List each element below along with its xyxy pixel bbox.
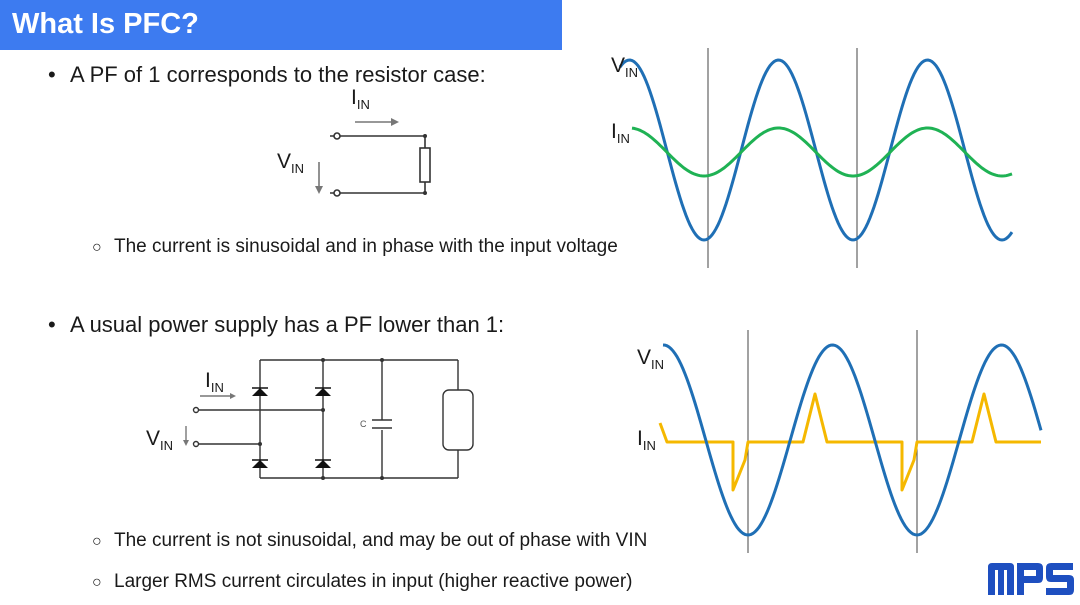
sub-bullet-circle: ○	[92, 239, 102, 256]
resistor-iin-label: IIN	[351, 86, 370, 112]
wave2-vin-label: VIN	[637, 346, 665, 372]
bullet-1: • A PF of 1 corresponds to the resistor c…	[48, 62, 486, 88]
wave2-iin-label: IIN	[637, 427, 656, 453]
bullet-dot: •	[48, 62, 56, 87]
distorted-waveform	[658, 330, 1043, 553]
bullet-2-sub-1-text: The current is not sinusoidal, and may b…	[114, 530, 648, 551]
resistor-vin-label: VIN	[277, 150, 305, 176]
bullet-2: • A usual power supply has a PF lower tha…	[48, 312, 504, 338]
bullet-dot: •	[48, 312, 56, 337]
bullet-2-sub-2: ○ Larger RMS current circulates in input …	[92, 571, 633, 593]
resistor-circuit	[315, 118, 431, 197]
wave1-iin-label: IIN	[611, 120, 630, 146]
bullet-2-sub-1: ○ The current is not sinusoidal, and may …	[92, 530, 647, 552]
bullet-2-sub-2-text: Larger RMS current circulates in input (…	[114, 571, 633, 592]
rectifier-vin-label: VIN	[146, 427, 174, 453]
in-phase-waveform	[618, 48, 1014, 268]
voltage-wave	[662, 343, 1043, 537]
bullet-1-sub: ○ The current is sinusoidal and in phase …	[92, 236, 618, 258]
bullet-1-text: A PF of 1 corresponds to the resistor ca…	[70, 62, 486, 87]
current-wave	[631, 126, 1013, 178]
title-bar: What Is PFC?	[0, 0, 562, 50]
sub-bullet-circle: ○	[92, 533, 102, 550]
mps-logo	[988, 563, 1074, 595]
sub-bullet-circle: ○	[92, 574, 102, 591]
capacitor-label: C	[360, 419, 367, 429]
slide-title: What Is PFC?	[12, 8, 199, 40]
wave1-vin-label: VIN	[611, 54, 639, 80]
voltage-wave	[618, 58, 1014, 242]
rectifier-circuit: C	[183, 358, 474, 480]
current-pulse-wave	[658, 392, 1041, 492]
bullet-1-sub-text: The current is sinusoidal and in phase w…	[114, 236, 618, 257]
bullet-2-text: A usual power supply has a PF lower than…	[70, 312, 505, 337]
rectifier-iin-label: IIN	[205, 369, 224, 395]
